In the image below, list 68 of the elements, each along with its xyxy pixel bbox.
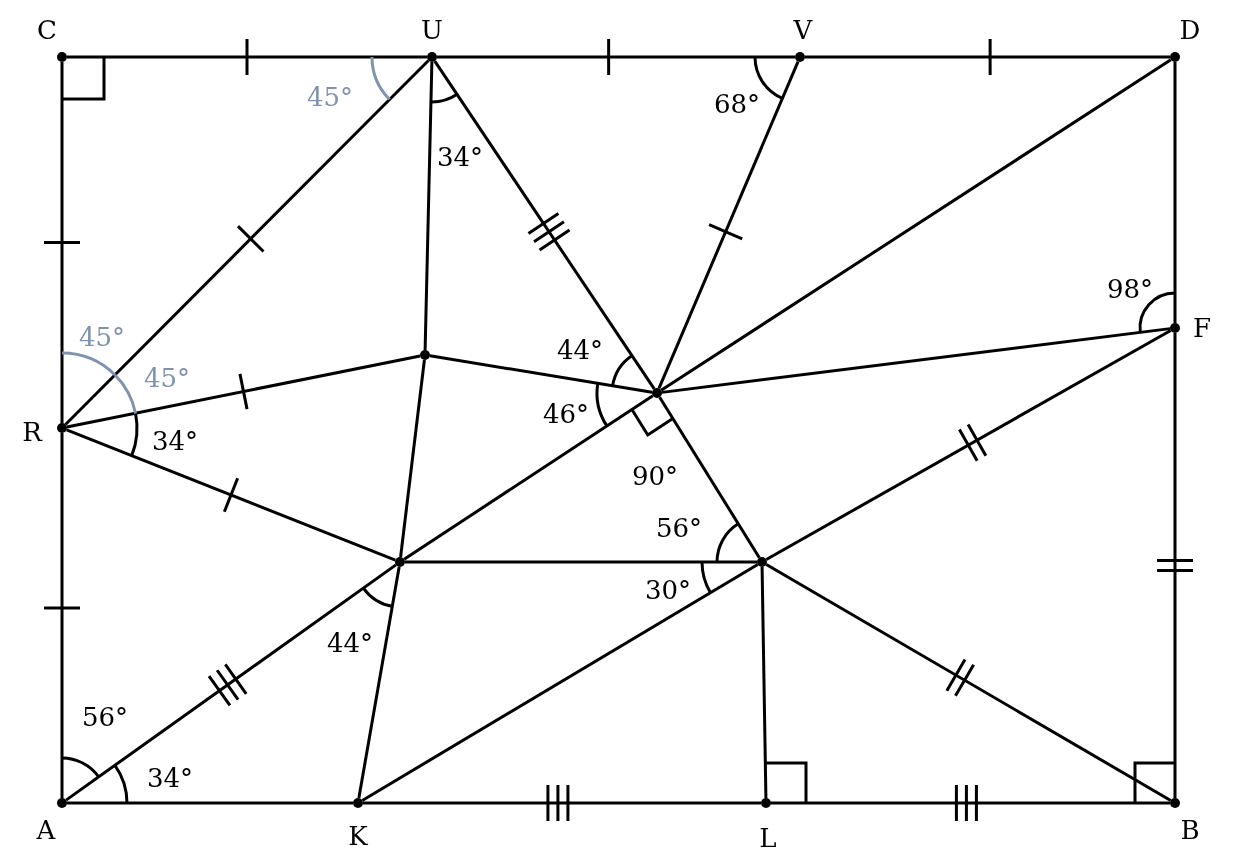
line-segment bbox=[660, 58, 1172, 392]
angle-label: 45° bbox=[78, 323, 126, 351]
angle-label: 46° bbox=[542, 400, 590, 428]
point-label: F bbox=[1193, 314, 1211, 342]
point-dot bbox=[1170, 52, 1180, 62]
line-segment bbox=[429, 354, 653, 394]
point-dot bbox=[427, 52, 437, 62]
point-label: R bbox=[22, 418, 42, 446]
angle-label: 90° bbox=[631, 462, 679, 490]
angle-label: 34° bbox=[151, 427, 199, 455]
line-segment bbox=[405, 560, 757, 564]
line-segment bbox=[805, 55, 1170, 59]
point-dot bbox=[1170, 323, 1180, 333]
point-label: U bbox=[421, 16, 443, 44]
point-label: V bbox=[793, 16, 813, 44]
line-segment bbox=[433, 60, 656, 390]
point-label: K bbox=[348, 822, 368, 850]
line-segment bbox=[60, 62, 64, 423]
line-segment bbox=[658, 396, 761, 559]
line-segment bbox=[657, 61, 800, 389]
point-label: L bbox=[759, 824, 777, 852]
line-segment bbox=[771, 801, 1170, 805]
line-segment bbox=[363, 801, 761, 805]
point-dot bbox=[652, 388, 662, 398]
point-label: C bbox=[37, 16, 57, 44]
line-segment bbox=[67, 55, 427, 59]
line-segment bbox=[60, 433, 64, 798]
point-dot bbox=[57, 798, 67, 808]
angle-label: 34° bbox=[436, 143, 484, 171]
point-label: D bbox=[1179, 16, 1201, 44]
angle-label: 44° bbox=[326, 629, 374, 657]
line-segment bbox=[66, 354, 421, 429]
point-dot bbox=[395, 557, 405, 567]
line-segment bbox=[65, 563, 397, 802]
line-segment bbox=[765, 329, 1172, 561]
angle-label: 56° bbox=[81, 703, 129, 731]
line-segment bbox=[765, 563, 1172, 802]
line-segment bbox=[67, 801, 353, 805]
line-segment bbox=[1173, 333, 1177, 798]
line-segment bbox=[357, 566, 401, 799]
angle-label: 44° bbox=[556, 336, 604, 364]
angle-label: 30° bbox=[644, 576, 692, 604]
line-segment bbox=[361, 563, 759, 802]
line-segment bbox=[66, 428, 396, 562]
angle-label: 34° bbox=[146, 764, 194, 792]
line-segment bbox=[423, 61, 434, 351]
point-dot bbox=[57, 423, 67, 433]
angle-label: 45° bbox=[306, 83, 354, 111]
angle-label: 56° bbox=[655, 514, 703, 542]
point-dot bbox=[757, 557, 767, 567]
point-label: B bbox=[1180, 816, 1200, 844]
line-segment bbox=[437, 55, 795, 59]
line-segment bbox=[64, 59, 430, 426]
line-segment bbox=[399, 359, 426, 558]
angle-label: 68° bbox=[713, 90, 761, 118]
angle-label: 98° bbox=[1106, 275, 1154, 303]
point-dot bbox=[353, 798, 363, 808]
angle-label: 45° bbox=[143, 364, 191, 392]
point-dot bbox=[795, 52, 805, 62]
point-dot bbox=[420, 350, 430, 360]
line-segment bbox=[760, 566, 768, 799]
point-dot bbox=[761, 798, 771, 808]
point-label: A bbox=[36, 816, 56, 844]
point-dot bbox=[1170, 798, 1180, 808]
line-segment bbox=[403, 394, 654, 561]
line-segment bbox=[1173, 62, 1177, 323]
point-dot bbox=[57, 52, 67, 62]
line-segment bbox=[661, 327, 1171, 394]
